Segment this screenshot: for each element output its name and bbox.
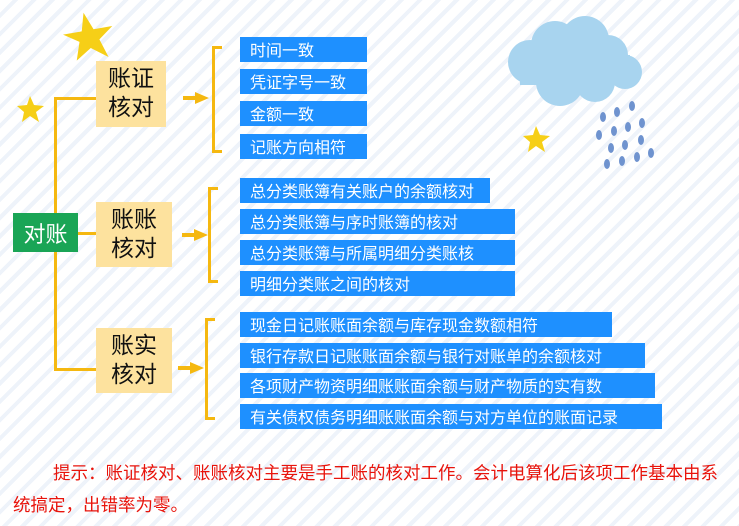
leaf-item: 时间一致 [240,37,367,62]
rain-cloud-icon [508,16,654,169]
category-1-line2: 核对 [108,95,154,121]
leaf-item: 有关债权债务明细账账面余额与对方单位的账面记录 [240,404,662,429]
hint-note: 提示：账证核对、账账核对主要是手工账的核对工作。会计电算化后该项工作基本由系统搞… [13,464,718,516]
star-icon [63,12,113,61]
trunk-branch-1 [54,97,96,100]
leaf-item: 明细分类账之间的核对 [240,271,515,296]
trunk-branch-3 [54,368,96,371]
category-2-line2: 核对 [111,235,157,262]
category-node-3: 账实 核对 [96,328,172,393]
leaf-item: 总分类账簿有关账户的余额核对 [240,178,490,203]
leaf-item: 记账方向相符 [240,134,367,159]
category-3-line1: 账实 [111,332,157,359]
bracket-1 [212,46,222,153]
star-icon [523,126,550,152]
trunk-branch-2 [78,232,96,235]
leaf-item: 凭证字号一致 [240,69,367,94]
root-node: 对账 [13,213,78,252]
leaf-item: 银行存款日记账账面余额与银行对账单的余额核对 [240,343,645,368]
arrow-right-icon [183,92,209,104]
leaf-item: 金额一致 [240,101,367,126]
category-1-line1: 账证 [108,66,154,92]
leaf-item: 现金日记账账面余额与库存现金数额相符 [240,312,612,337]
leaf-item: 各项财产物资明细账账面余额与财产物质的实有数 [240,373,655,398]
arrow-right-icon [182,229,208,241]
category-node-2: 账账 核对 [96,202,172,267]
leaf-item: 总分类账簿与所属明细分类账核 [240,240,515,265]
category-node-1: 账证 核对 [96,61,166,127]
star-icon [17,96,44,122]
leaf-item: 总分类账簿与序时账簿的核对 [240,209,515,234]
bracket-2 [208,187,218,283]
bracket-3 [205,318,215,420]
arrow-right-icon [178,362,204,374]
root-label: 对账 [23,222,68,248]
category-3-line2: 核对 [111,361,157,388]
category-2-line1: 账账 [111,206,157,233]
